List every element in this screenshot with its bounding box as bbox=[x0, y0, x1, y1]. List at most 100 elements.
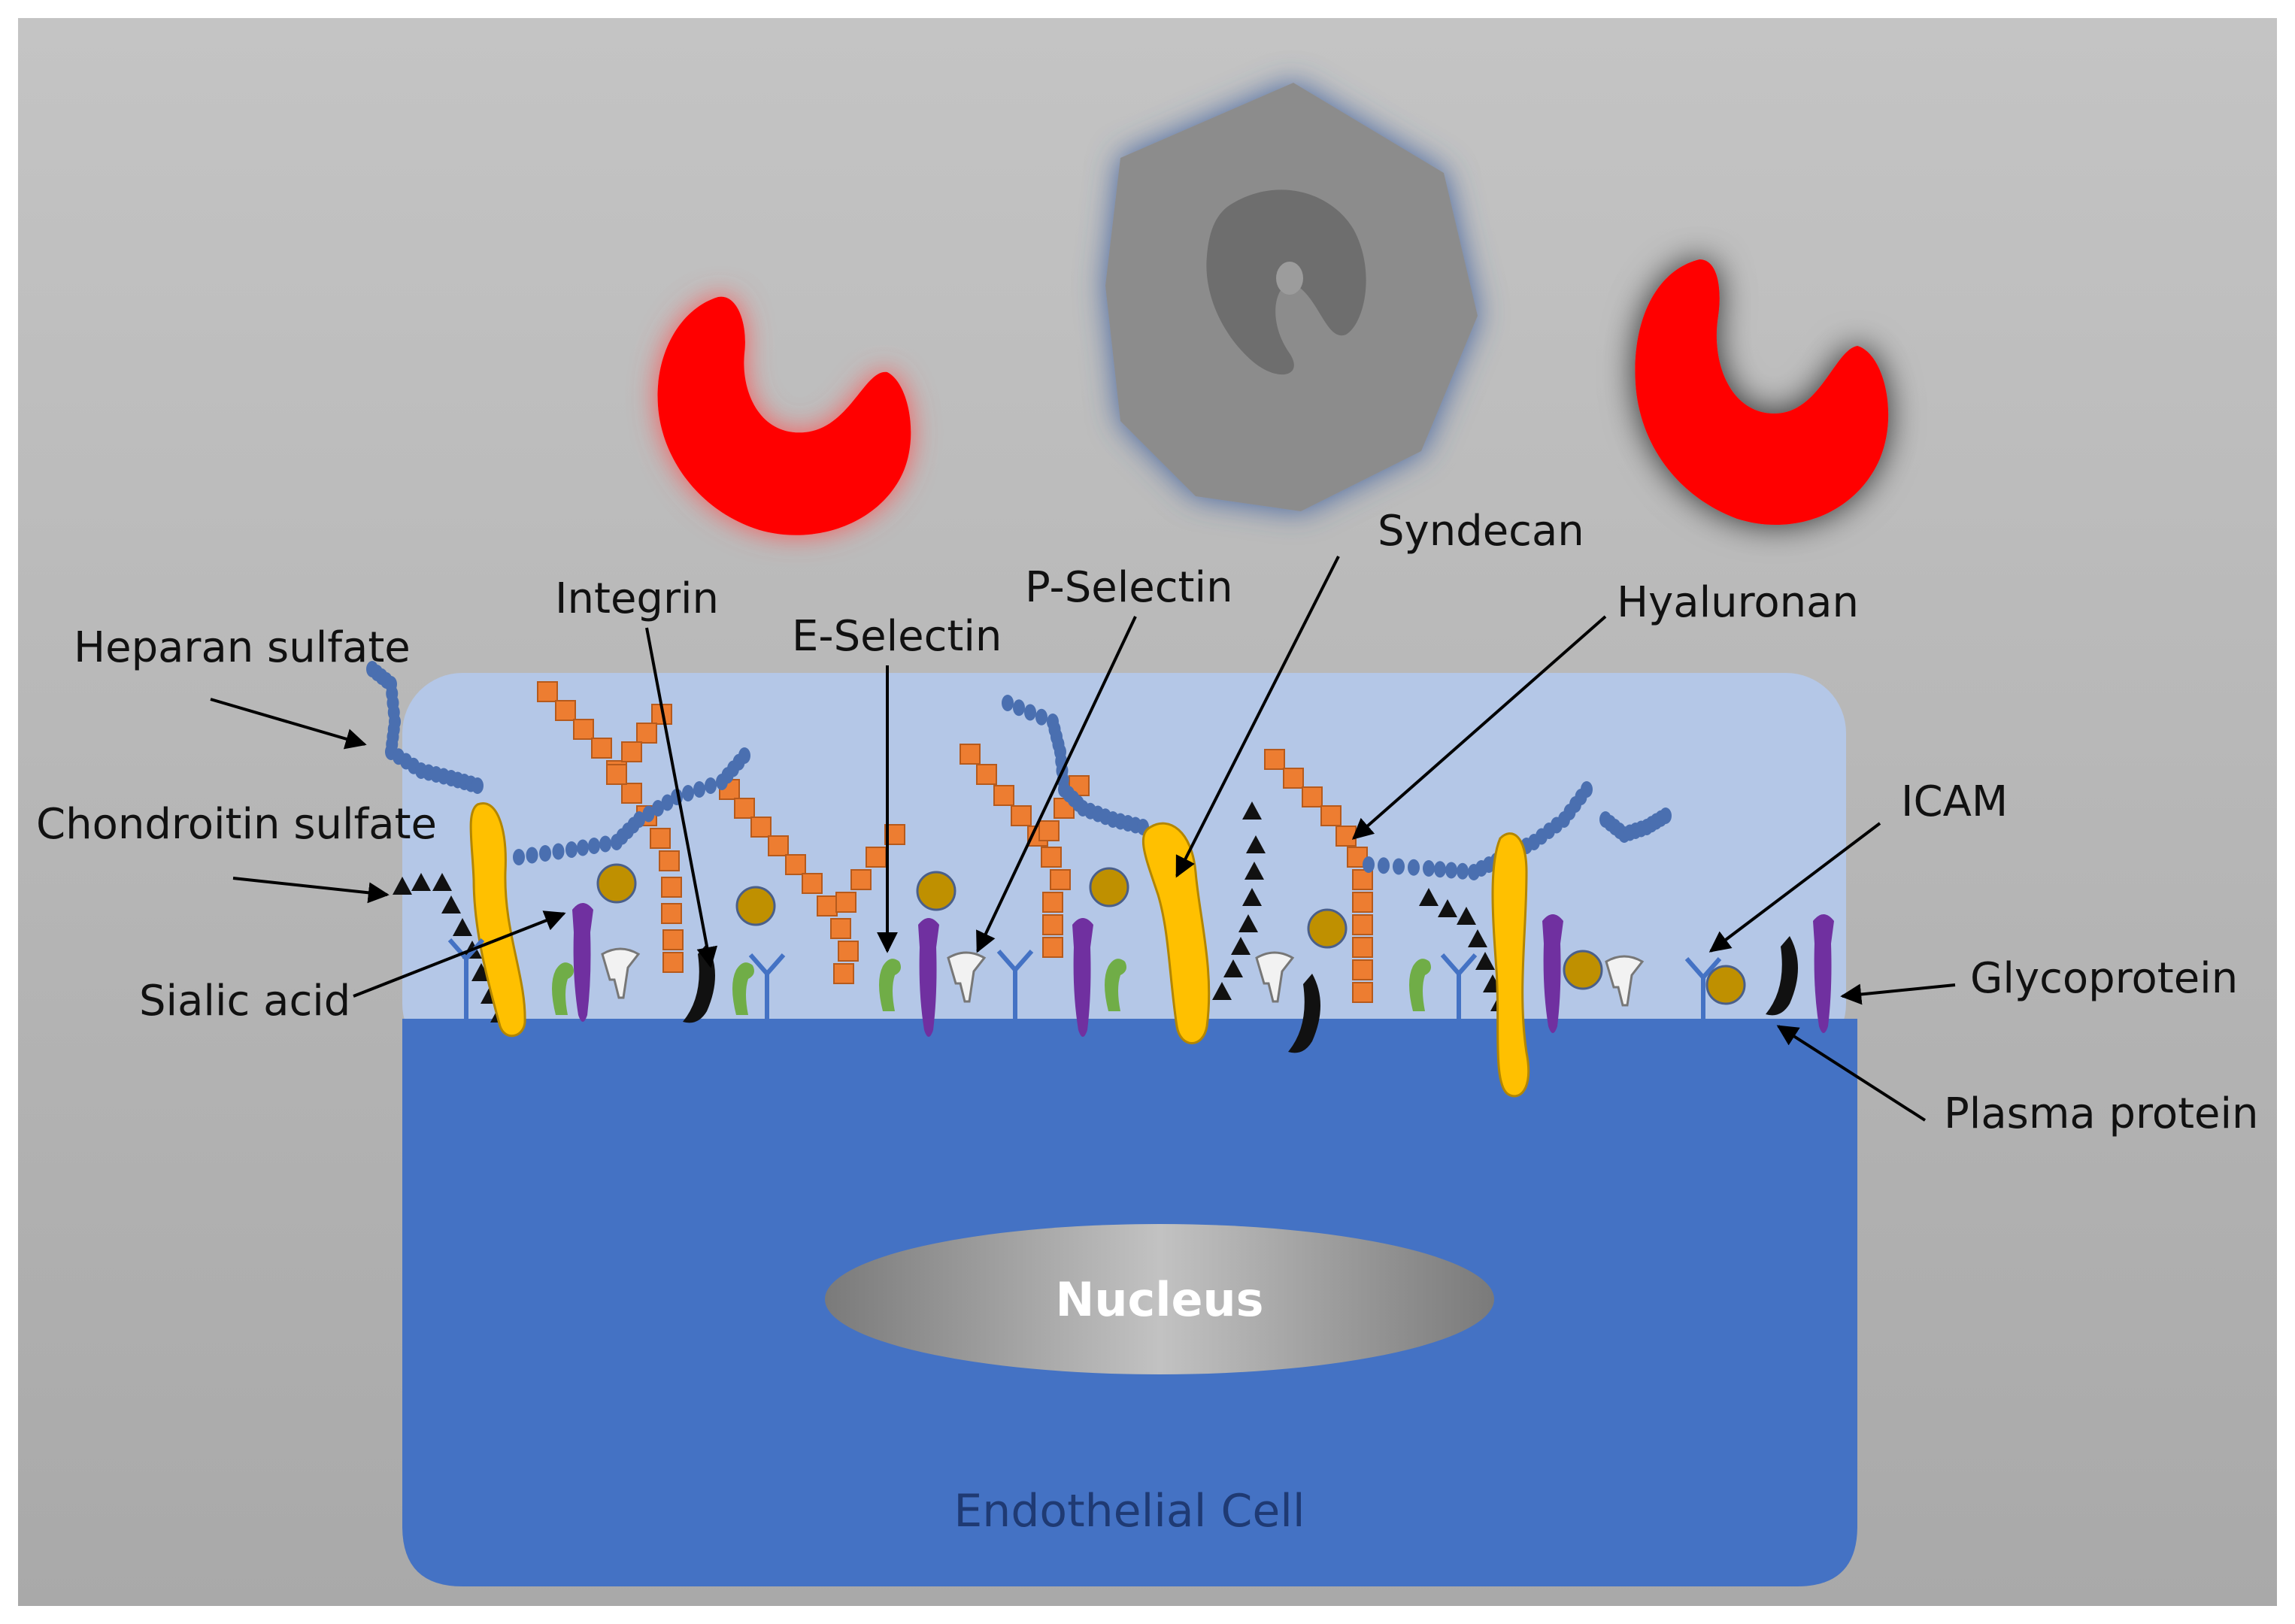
chondroitin-sulfate-unit-10 bbox=[1223, 959, 1243, 977]
selectin-3 bbox=[1105, 959, 1126, 1011]
chondroitin-sulfate-unit-0 bbox=[393, 877, 412, 895]
integrin-1 bbox=[1288, 974, 1320, 1053]
heparan-sulfate-unit-24 bbox=[471, 777, 484, 794]
heparan-sulfate-unit-38 bbox=[642, 805, 655, 823]
chondroitin-sulfate-unit-21 bbox=[1475, 952, 1495, 970]
glycoprotein-4 bbox=[1813, 914, 1834, 1033]
hyaluronan-unit-38 bbox=[1042, 892, 1063, 913]
heparan-sulfate-unit-112 bbox=[1660, 807, 1672, 824]
hyaluronan-unit-10 bbox=[661, 903, 682, 924]
heparan-sulfate-unit-25 bbox=[513, 849, 525, 865]
glycoprotein-label: Glycoprotein bbox=[1970, 954, 2238, 1003]
leukocyte bbox=[1105, 83, 1478, 511]
hyaluronan-unit-12 bbox=[662, 952, 684, 973]
heparan-sulfate-unit-37 bbox=[633, 811, 645, 828]
heparan-sulfate-unit-30 bbox=[577, 839, 589, 856]
chondroitin-sulfate-unit-14 bbox=[1245, 862, 1264, 880]
icam-arrow bbox=[1708, 822, 1881, 953]
e-selectin-label: E-Selectin bbox=[792, 612, 1002, 661]
hyaluronan-unit-18 bbox=[734, 798, 755, 819]
red-blood-cell-right bbox=[1635, 259, 1889, 526]
plasma-protein-2 bbox=[916, 871, 957, 911]
heparan-sulfate-unit-27 bbox=[539, 845, 551, 862]
chondroitin-sulfate-unit-15 bbox=[1246, 835, 1266, 853]
heparan-sulfate-unit-77 bbox=[1393, 858, 1405, 875]
nucleus bbox=[825, 1224, 1494, 1374]
hyaluronan-unit-33 bbox=[993, 785, 1014, 806]
heparan-sulfate-unit-78 bbox=[1408, 859, 1420, 876]
hyaluronan-unit-54 bbox=[1352, 959, 1373, 980]
heparan-sulfate-unit-82 bbox=[1457, 862, 1469, 880]
hyaluronan-unit-7 bbox=[650, 828, 671, 849]
syndecan-core-3 bbox=[1491, 832, 1530, 1098]
syndecan-arrow bbox=[1175, 556, 1340, 878]
hyaluronan-unit-43 bbox=[1038, 820, 1060, 841]
chondroitin-sulfate-unit-2 bbox=[432, 873, 452, 891]
hyaluronan-unit-34 bbox=[1011, 805, 1032, 826]
chondroitin-sulfate-label: Chondroitin sulfate bbox=[36, 800, 437, 849]
icam-receptor-1 bbox=[748, 953, 786, 1034]
heparan-sulfate-unit-52 bbox=[1024, 704, 1036, 721]
heparan-sulfate-unit-49 bbox=[738, 747, 750, 764]
hyaluronan-unit-48 bbox=[1335, 826, 1357, 847]
hyaluronan-unit-21 bbox=[785, 854, 806, 875]
hyaluronan-unit-55 bbox=[1352, 982, 1373, 1003]
hyaluronan-unit-46 bbox=[1302, 786, 1323, 807]
heparan-sulfate-unit-31 bbox=[588, 838, 600, 854]
heparan-sulfate-unit-53 bbox=[1035, 708, 1047, 726]
heparan-sulfate-unit-44 bbox=[705, 777, 717, 794]
plasma-protein-4 bbox=[1307, 908, 1348, 949]
hyaluronan-unit-15 bbox=[621, 741, 642, 762]
hyaluronan-unit-31 bbox=[960, 744, 981, 765]
heparan-sulfate-unit-32 bbox=[599, 835, 611, 853]
hyaluronan-unit-14 bbox=[636, 723, 657, 744]
hyaluronan-unit-45 bbox=[1283, 768, 1304, 789]
p-selectin-arrow bbox=[976, 616, 1137, 953]
endothelial-cell-label: Endothelial Cell bbox=[953, 1485, 1305, 1538]
selectin-2 bbox=[879, 959, 901, 1011]
hyaluronan-unit-30 bbox=[835, 892, 856, 913]
selectin-4 bbox=[1409, 959, 1431, 1011]
hyaluronan-unit-53 bbox=[1352, 937, 1373, 958]
hyaluronan-unit-51 bbox=[1352, 892, 1373, 913]
hyaluronan-label: Hyaluronan bbox=[1617, 578, 1859, 627]
integrin-2 bbox=[1766, 936, 1798, 1016]
heparan-sulfate-unit-76 bbox=[1378, 857, 1390, 874]
plasma-protein-0 bbox=[596, 863, 637, 904]
hyaluronan-unit-19 bbox=[750, 817, 772, 838]
icam-receptor-3 bbox=[1440, 953, 1478, 1034]
hyaluronan-unit-8 bbox=[659, 850, 680, 871]
hyaluronan-unit-0 bbox=[537, 681, 558, 702]
chondroitin-sulfate-arrow bbox=[232, 877, 390, 904]
core-proteins bbox=[469, 802, 1530, 1098]
hyaluronan-unit-52 bbox=[1352, 914, 1373, 935]
heparan-sulfate-unit-29 bbox=[565, 841, 578, 858]
chondroitin-sulfate-unit-18 bbox=[1438, 899, 1457, 917]
chondroitin-sulfate-unit-9 bbox=[1212, 982, 1232, 1000]
plasma-protein-3 bbox=[1089, 867, 1129, 907]
hyaluronan-unit-1 bbox=[555, 700, 576, 721]
hyaluronan-unit-5 bbox=[621, 783, 642, 804]
heparan-sulfate-unit-50 bbox=[1002, 695, 1014, 711]
heparan-sulfate-unit-43 bbox=[693, 781, 705, 798]
heparan-sulfate-unit-26 bbox=[526, 847, 538, 864]
hyaluronan-unit-3 bbox=[591, 738, 612, 759]
heparan-sulfate-unit-75 bbox=[1363, 856, 1375, 873]
icam-receptor-4 bbox=[1684, 957, 1722, 1038]
white-receptor-1 bbox=[947, 951, 987, 1003]
hyaluronan-unit-25 bbox=[838, 941, 859, 962]
leukocyte-nucleolus bbox=[1276, 262, 1303, 295]
chondroitin-sulfate-unit-13 bbox=[1242, 888, 1262, 906]
syndecan-label: Syndecan bbox=[1378, 507, 1584, 556]
glycoprotein-arrow bbox=[1840, 983, 1956, 1005]
heparan-sulfate-unit-99 bbox=[1581, 781, 1593, 798]
hyaluronan-unit-22 bbox=[802, 873, 823, 894]
hyaluronan-unit-2 bbox=[573, 719, 594, 740]
integrin-label: Integrin bbox=[555, 574, 719, 623]
chondroitin-sulfate-unit-19 bbox=[1457, 907, 1476, 925]
hyaluronan-unit-39 bbox=[1042, 914, 1063, 935]
hyaluronan-unit-36 bbox=[1041, 847, 1062, 868]
heparan-sulfate-unit-51 bbox=[1013, 699, 1025, 717]
hyaluronan-unit-28 bbox=[866, 847, 887, 868]
hyaluronan-unit-9 bbox=[661, 877, 682, 898]
